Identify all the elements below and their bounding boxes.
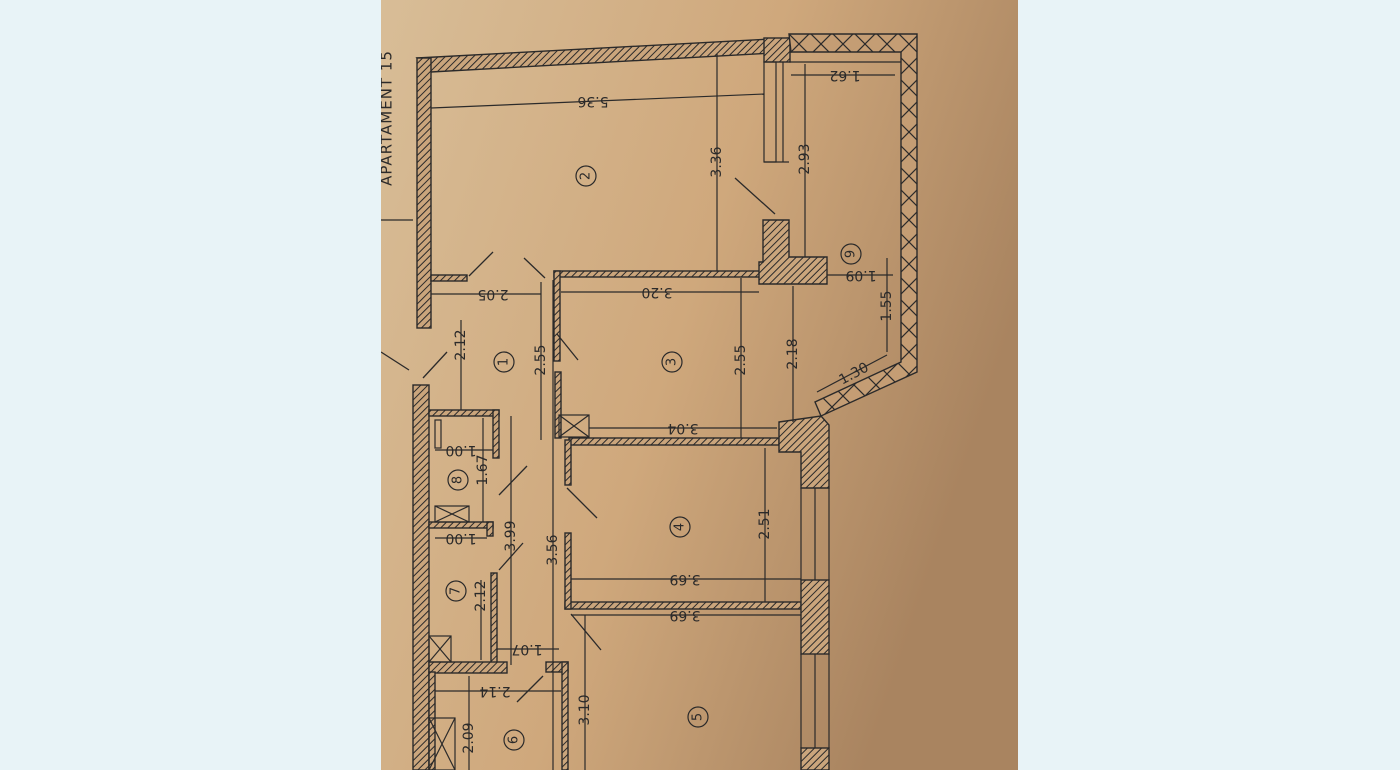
room-3-marker: 3 bbox=[661, 351, 683, 373]
svg-text:7: 7 bbox=[449, 587, 464, 595]
shafts bbox=[428, 414, 590, 770]
svg-text:5: 5 bbox=[691, 713, 706, 721]
room-6-marker: 6 bbox=[503, 729, 525, 751]
svg-text:4: 4 bbox=[673, 523, 688, 531]
dim-2-09: 2.09 bbox=[461, 722, 477, 753]
dimension-lines bbox=[430, 54, 895, 770]
balcony bbox=[788, 33, 918, 417]
dim-3-20: 3.20 bbox=[641, 284, 672, 300]
dim-3-56: 3.56 bbox=[545, 534, 561, 565]
room-5-marker: 5 bbox=[687, 706, 709, 728]
dim-2-51: 2.51 bbox=[757, 508, 773, 539]
room-numbers: 1 2 3 4 5 6 7 8 bbox=[445, 165, 862, 751]
dim-2-12-b: 2.12 bbox=[473, 580, 489, 611]
room-4-marker: 4 bbox=[669, 516, 691, 538]
floor-plan-drawing: 5.36 3.36 2.93 1.62 1.09 1.55 1.30 2.05 … bbox=[381, 0, 1018, 770]
svg-text:2: 2 bbox=[579, 172, 594, 180]
dim-1-07: 1.07 bbox=[511, 641, 542, 657]
room-7-marker: 7 bbox=[445, 580, 467, 602]
dim-1-09: 1.09 bbox=[845, 267, 876, 283]
walls bbox=[412, 37, 830, 770]
svg-text:8: 8 bbox=[451, 476, 466, 484]
paper-background bbox=[381, 0, 1018, 770]
dim-2-14: 2.14 bbox=[479, 683, 510, 699]
dim-1-62: 1.62 bbox=[829, 67, 860, 83]
room-2-marker: 2 bbox=[575, 165, 597, 187]
svg-text:9: 9 bbox=[844, 250, 859, 258]
dim-2-55-b: 2.55 bbox=[733, 344, 749, 375]
dim-3-04: 3.04 bbox=[667, 420, 698, 436]
apartment-label: APARTAMENT 15 bbox=[381, 50, 396, 186]
dim-1-00-a: 1.00 bbox=[445, 442, 476, 458]
dim-3-36: 3.36 bbox=[709, 146, 725, 177]
dim-5-36: 5.36 bbox=[577, 93, 608, 109]
dim-3-69-a: 3.69 bbox=[669, 571, 700, 587]
door-swings bbox=[381, 177, 776, 703]
room-9-marker: 9 bbox=[840, 243, 862, 265]
dim-2-55-a: 2.55 bbox=[533, 344, 549, 375]
dim-3-69-b: 3.69 bbox=[669, 607, 700, 623]
svg-text:6: 6 bbox=[507, 736, 522, 744]
dim-1-55: 1.55 bbox=[879, 290, 895, 321]
dim-1-00-b: 1.00 bbox=[445, 530, 476, 546]
svg-text:1: 1 bbox=[497, 358, 512, 366]
dim-2-05: 2.05 bbox=[477, 286, 508, 302]
dim-1-67: 1.67 bbox=[475, 454, 491, 485]
room-1-marker: 1 bbox=[493, 351, 515, 373]
dim-2-93: 2.93 bbox=[797, 143, 813, 174]
dim-3-99: 3.99 bbox=[503, 520, 519, 551]
dim-2-12-a: 2.12 bbox=[453, 329, 469, 360]
floor-plan-photo: 5.36 3.36 2.93 1.62 1.09 1.55 1.30 2.05 … bbox=[381, 0, 1018, 770]
apartment-label-group: APARTAMENT 15 bbox=[381, 50, 396, 186]
dim-2-18: 2.18 bbox=[785, 338, 801, 369]
room-8-marker: 8 bbox=[447, 469, 469, 491]
dim-3-10: 3.10 bbox=[577, 694, 593, 725]
facade-windows bbox=[763, 61, 830, 748]
svg-text:3: 3 bbox=[665, 358, 680, 366]
dimension-labels: 5.36 3.36 2.93 1.62 1.09 1.55 1.30 2.05 … bbox=[445, 67, 895, 754]
